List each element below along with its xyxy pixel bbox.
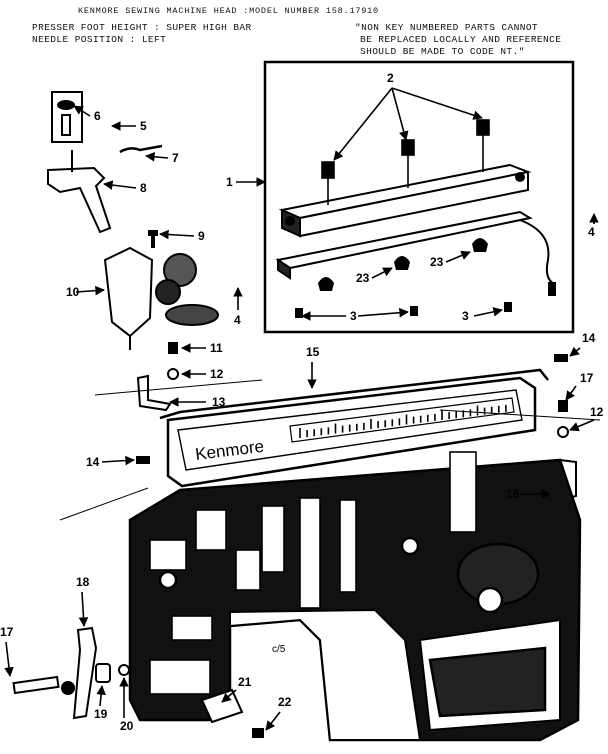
callout-5: 5 [140,119,147,133]
callout-20: 20 [120,719,134,733]
callout-4: 4 [588,225,595,239]
callout-arrow-3 [357,307,409,318]
cover-screw-left [136,456,150,464]
callout-arrow-2 [333,87,393,161]
presser-foot-spec: PRESSER FOOT HEIGHT : SUPER HIGH BAR [32,22,252,33]
callout-12: 12 [590,405,604,419]
parts-note-line-3: SHOULD BE MADE TO CODE NT." [360,46,525,57]
screw-17-right [558,400,568,412]
callout-21: 21 [238,675,252,689]
callout-22: 22 [278,695,292,709]
parts-note-line-1: "NON KEY NUMBERED PARTS CANNOT [355,22,539,33]
callout-arrow-23 [371,267,393,279]
callout-arrow-23 [445,250,471,263]
cam-assembly [103,246,219,350]
callout-arrow-22 [265,711,281,731]
spring-part [61,114,71,136]
callout-4: 4 [234,313,241,327]
callout-arrow-9 [159,229,195,240]
callout-arrow-18 [78,591,89,627]
callout-1: 1 [226,175,233,189]
thread-spring-part [119,144,163,154]
lever-18 [72,626,98,720]
cover-screw-right [554,354,568,362]
machine-head-body [128,451,582,742]
callout-9: 9 [198,229,205,243]
wire-lead [519,219,555,285]
callout-14: 14 [86,455,100,469]
callout-arrow-17 [565,385,577,401]
callout-arrow-10 [75,285,105,296]
callout-8: 8 [140,181,147,195]
diagram-title: KENMORE SEWING MACHINE HEAD :MODEL NUMBE… [78,6,379,16]
tension-knobs [318,238,488,291]
callout-17: 17 [0,625,14,639]
clip-part [57,100,75,110]
callout-15: 15 [306,345,320,359]
callout-arrow-19 [96,685,106,707]
callout-3: 3 [350,309,357,323]
washer-20 [118,664,130,676]
callout-11: 11 [210,341,223,355]
callout-arrow-8 [103,180,137,190]
screw-9 [148,230,158,248]
callout-arrow-3 [473,307,503,317]
parts-note-line-2: BE REPLACED LOCALLY AND REFERENCE [360,34,562,45]
wire-connector [548,282,556,296]
callout-arrow-12 [569,419,595,432]
thread-guide-posts [321,119,490,205]
callout-16: 16 [506,487,520,501]
callout-23: 23 [356,271,370,285]
callout-14: 14 [582,331,596,345]
callout-19: 19 [94,707,108,721]
page-code: c/5 [272,644,286,655]
callout-6: 6 [94,109,101,123]
washer-12 [167,368,179,380]
callout-arrow-6 [73,105,91,117]
callout-arrow-2 [391,87,409,141]
callout-17: 17 [580,371,594,385]
callout-3: 3 [462,309,469,323]
inset-screws [295,302,512,318]
callout-arrow-14 [101,455,135,466]
callout-arrow-21 [221,689,237,703]
callout-arrow-7 [145,152,169,162]
callout-arrow-14 [569,346,581,357]
screw-11 [168,342,178,354]
callout-13: 13 [212,395,226,409]
callout-10: 10 [66,285,80,299]
callout-2: 2 [387,71,394,85]
callout-12: 12 [210,367,224,381]
bracket-13 [136,374,172,412]
top-cover-faceplate [159,368,549,488]
screw-22 [252,728,264,738]
callout-18: 18 [76,575,90,589]
washer-12-right [557,426,569,438]
callout-arrow-2 [391,87,483,120]
needle-position-spec: NEEDLE POSITION : LEFT [32,34,167,45]
callout-23: 23 [430,255,444,269]
pin-17-left [12,675,60,695]
clip-inset-frame [51,91,83,143]
thread-guide-bar [275,163,533,280]
assembly-guide-lines [59,379,601,521]
bushing-19 [95,663,111,683]
callout-7: 7 [172,151,179,165]
inset-frame [263,60,575,334]
callout-arrow-17 [4,641,14,677]
bushing-left [61,681,75,695]
presser-foot-part [47,166,112,234]
